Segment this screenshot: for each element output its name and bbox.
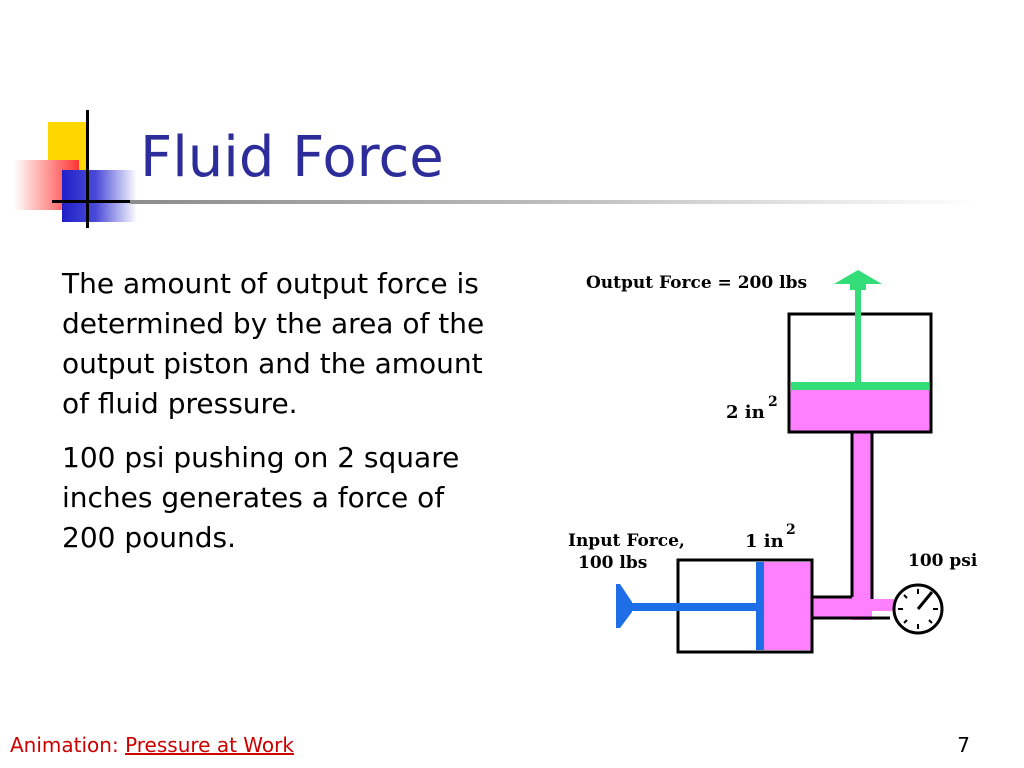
input-force-label-line1: Input Force,: [568, 531, 685, 551]
input-piston-rod: [632, 603, 758, 611]
hydraulic-press-diagram: Output Force = 200 lbs 2 in 2 Input Forc…: [568, 270, 978, 654]
pressure-gauge-icon: [892, 583, 944, 635]
animation-link[interactable]: Pressure at Work: [125, 733, 294, 757]
output-area-label: 2 in: [726, 402, 765, 423]
input-cylinder: [676, 558, 814, 654]
output-piston-rod: [855, 290, 861, 384]
pressure-label: 100 psi: [908, 551, 978, 571]
horizontal-pipe-fluid: [810, 597, 872, 617]
input-area-label: 1 in: [745, 531, 784, 552]
title-underline: [130, 200, 980, 204]
vertical-pipe-fluid: [852, 430, 872, 620]
input-area-exponent: 2: [786, 522, 796, 538]
decorative-logo: [0, 0, 150, 240]
output-force-label: Output Force = 200 lbs: [586, 273, 807, 293]
input-piston: [756, 562, 764, 650]
footer: Animation: Pressure at Work: [10, 731, 294, 759]
gauge-pipe-fluid: [872, 599, 894, 611]
paragraph-1: The amount of output force is determined…: [62, 267, 485, 420]
paragraph-2: 100 psi pushing on 2 square inches gener…: [62, 441, 460, 554]
input-piston-handle: [616, 584, 632, 628]
output-area-exponent: 2: [768, 394, 778, 410]
input-cylinder-fluid: [764, 562, 812, 650]
logo-vertical-line: [86, 110, 89, 228]
input-force-label-line2: 100 lbs: [578, 553, 647, 573]
output-piston: [791, 382, 929, 390]
slide-title: Fluid Force: [140, 125, 444, 190]
page-number: 7: [957, 733, 970, 757]
footer-prefix: Animation:: [10, 733, 119, 757]
up-arrow-icon: [834, 270, 882, 290]
logo-blue-square: [62, 170, 137, 222]
logo-horizontal-line: [52, 200, 130, 203]
body-text: The amount of output force is determined…: [62, 264, 502, 572]
output-cylinder-fluid: [790, 390, 930, 432]
